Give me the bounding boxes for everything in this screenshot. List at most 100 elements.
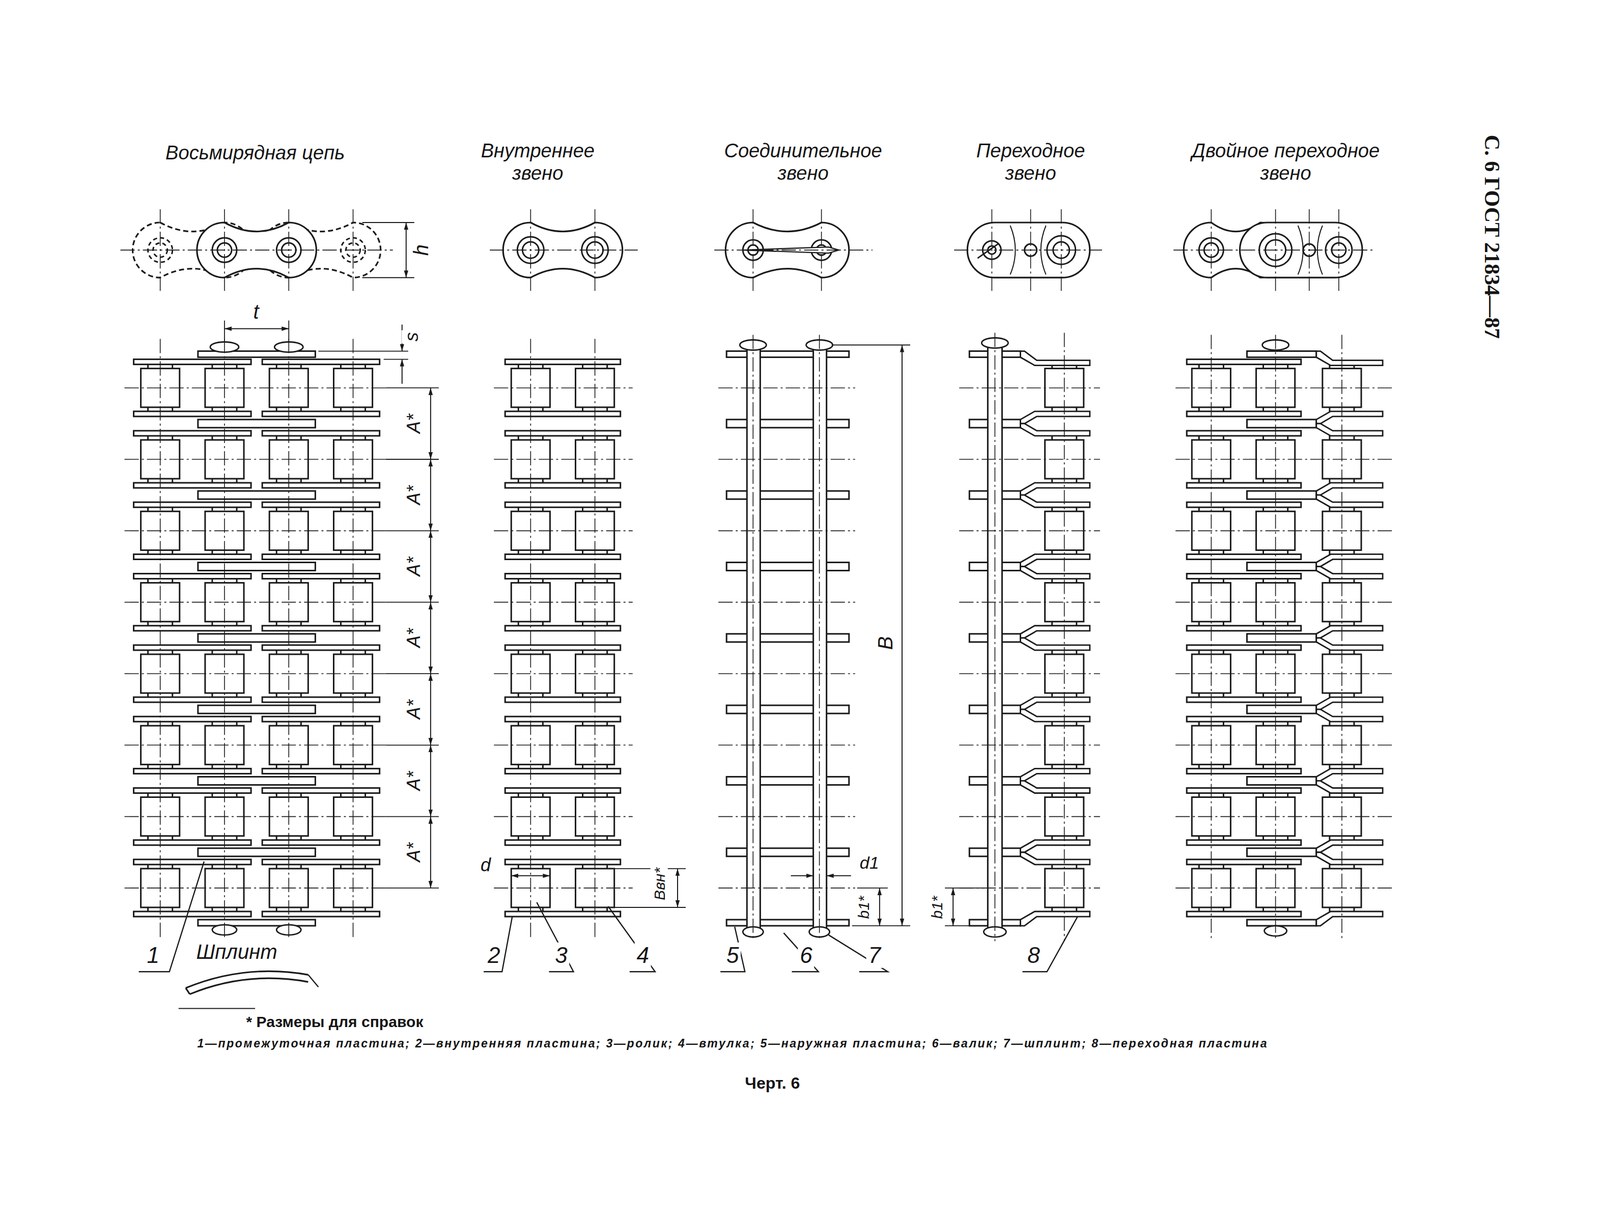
transition-plate <box>1020 351 1090 366</box>
inner-plate <box>504 359 621 365</box>
center-line <box>124 672 386 675</box>
transition-plate <box>1020 852 1090 865</box>
inner-plate <box>262 839 380 846</box>
intermediate-plate <box>198 705 316 714</box>
callout-number: 5 <box>724 942 742 969</box>
inner-plate <box>133 696 252 703</box>
center-line <box>124 887 386 889</box>
transition-plate <box>1246 419 1316 428</box>
transition-plate <box>1020 482 1090 495</box>
dimension-label: B <box>874 633 898 652</box>
pin <box>746 345 761 933</box>
outer-plate <box>726 919 850 926</box>
center-line <box>493 458 633 460</box>
dimension-line <box>401 359 403 384</box>
inner-plate <box>262 716 380 722</box>
extension-line <box>223 320 226 341</box>
center-line <box>718 672 856 675</box>
inner-plate <box>1186 859 1302 865</box>
dimension-line <box>430 816 432 888</box>
center-line <box>959 816 1101 818</box>
cotter-pin <box>977 243 998 259</box>
inner-plate <box>1186 573 1302 579</box>
transition-plate <box>1246 848 1316 857</box>
transition-plate <box>1316 553 1383 567</box>
inner-plate <box>262 911 380 917</box>
section-title: Внутреннее звено <box>469 139 607 185</box>
center-line <box>120 249 394 251</box>
center-line <box>159 338 161 937</box>
center-line <box>352 338 354 937</box>
dimension-label: d1 <box>857 853 882 874</box>
inner-plate <box>262 859 380 865</box>
center-line <box>819 334 821 941</box>
extension-line <box>614 906 686 908</box>
figure-caption: Черт. 6 <box>742 1074 802 1093</box>
inner-plate <box>504 553 621 559</box>
cotter-pin-sketch <box>185 987 190 994</box>
center-line <box>714 249 873 251</box>
center-line <box>493 387 633 389</box>
intermediate-plate <box>198 490 316 499</box>
transition-plate <box>1316 852 1383 865</box>
center-line <box>1175 458 1393 460</box>
center-line <box>493 887 633 889</box>
dimension-line <box>879 887 881 926</box>
center-line <box>959 458 1101 460</box>
transition-plate <box>1020 696 1090 710</box>
center-line <box>124 530 386 532</box>
extension-line <box>831 344 911 346</box>
inner-plate <box>262 696 380 703</box>
transition-plate <box>1020 566 1090 579</box>
intermediate-plate <box>726 562 850 571</box>
center-line <box>124 387 386 389</box>
dimension-label: A* <box>403 554 425 578</box>
extension-line <box>944 924 985 926</box>
inner-plate <box>504 859 621 865</box>
extension-line <box>857 887 888 889</box>
center-line <box>159 209 161 291</box>
center-line <box>718 458 856 460</box>
inner-plate <box>262 501 380 508</box>
inner-plate <box>262 359 380 365</box>
intermediate-plate <box>198 419 316 428</box>
dimension-line <box>405 222 407 278</box>
dimension-label: A* <box>403 768 425 793</box>
inner-plate <box>262 787 380 793</box>
center-line <box>1175 887 1393 889</box>
transition-plate <box>1246 490 1316 499</box>
page-header: С. 6 ГОСТ 21834—87 <box>1479 132 1504 341</box>
inner-plate <box>133 859 252 865</box>
inner-plate <box>504 573 621 579</box>
inner-plate <box>504 768 621 774</box>
center-line <box>489 249 638 251</box>
dimension-label: s <box>401 329 423 344</box>
extension-line <box>944 887 985 889</box>
center-line <box>991 209 993 291</box>
center-line <box>594 209 596 291</box>
transition-plate <box>1316 566 1383 579</box>
inner-plate <box>262 553 380 559</box>
dimension-label: A* <box>403 840 425 864</box>
center-line <box>223 338 226 937</box>
inner-plate <box>1186 839 1302 846</box>
dimension-label: b1* <box>928 893 946 921</box>
transition-plate <box>1020 839 1090 853</box>
inner-plate <box>1186 430 1302 436</box>
callout-number: 6 <box>797 942 815 969</box>
inner-plate <box>1186 696 1302 703</box>
center-line <box>288 338 290 937</box>
outer-plate <box>198 351 316 358</box>
center-line <box>288 209 290 291</box>
dimension-label: t <box>251 300 262 324</box>
inner-plate <box>133 716 252 722</box>
dimension-line <box>430 744 432 817</box>
transition-plate <box>1246 705 1316 714</box>
dimension-line <box>901 345 903 926</box>
leader-line <box>828 934 888 972</box>
footnote: * Размеры для справок <box>243 1012 426 1031</box>
dimension-line <box>430 387 432 460</box>
center-line <box>1175 672 1393 675</box>
dimension-line <box>430 530 432 602</box>
